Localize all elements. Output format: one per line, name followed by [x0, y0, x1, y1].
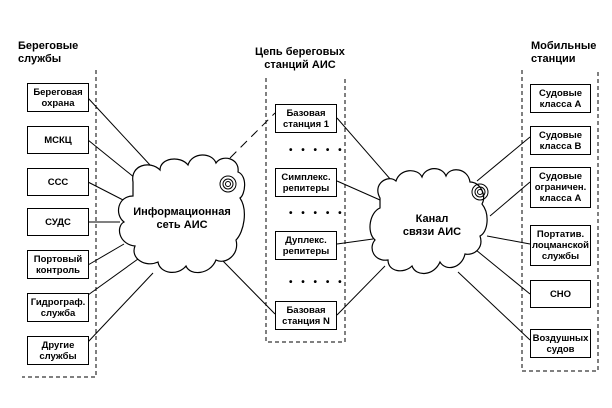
connector	[87, 258, 139, 296]
mobile-aton[interactable]: СНО	[530, 280, 591, 308]
base-station-n[interactable]: Базовая станция N	[275, 301, 337, 330]
connector	[489, 181, 531, 217]
connector	[336, 238, 374, 245]
connector	[457, 271, 531, 341]
shore-service-vts[interactable]: СУДС	[27, 208, 89, 236]
shore-service-other[interactable]: Другие службы	[27, 336, 89, 365]
connector	[336, 180, 381, 201]
connector	[336, 117, 392, 181]
ellipsis-dots: • • • • •	[289, 208, 345, 219]
shore-service-sss[interactable]: ССС	[27, 168, 89, 196]
antenna-icon	[219, 175, 237, 193]
info-network-cloud	[117, 154, 246, 274]
ellipsis-dots: • • • • •	[289, 277, 345, 288]
connector	[486, 235, 531, 245]
connector	[221, 259, 276, 315]
chain-heading: Цепь береговых станций АИС	[255, 46, 345, 71]
mobile-portable-pilot[interactable]: Портатив. лоцманской службы	[530, 225, 591, 266]
connector	[87, 139, 136, 179]
antenna-icon	[471, 183, 489, 201]
mobile-aircraft[interactable]: Воздушных судов	[530, 329, 591, 358]
shore-service-mrcc[interactable]: МСКЦ	[27, 126, 89, 154]
connector	[336, 265, 386, 316]
base-station-1[interactable]: Базовая станция 1	[275, 104, 337, 133]
connector	[87, 243, 125, 266]
connector	[475, 249, 531, 295]
connector	[476, 136, 531, 182]
duplex-repeaters[interactable]: Дуплекс. репитеры	[275, 231, 337, 260]
shore-service-port-control[interactable]: Портовый контроль	[27, 250, 89, 279]
mobile-class-a[interactable]: Судовые класса А	[530, 84, 591, 113]
wireless-link	[229, 112, 276, 159]
mobile-stations-heading: Мобильные станции	[531, 40, 597, 65]
mobile-limited-class-a[interactable]: Судовые ограничен. класса А	[530, 167, 591, 208]
ellipsis-dots: • • • • •	[289, 145, 345, 156]
info-network-label: Информационная сеть АИС	[133, 206, 231, 231]
chain-frame	[265, 78, 346, 343]
simplex-repeaters[interactable]: Симплекс. репитеры	[275, 168, 337, 197]
mobile-class-b[interactable]: Судовые класса В	[530, 126, 591, 155]
ais-channel-label: Канал связи АИС	[402, 213, 462, 238]
shore-service-hydrographic[interactable]: Гидрограф. служба	[27, 293, 89, 322]
shore-services-heading: Береговые службы	[18, 40, 79, 65]
mobile-frame	[521, 70, 599, 372]
connector	[87, 272, 154, 343]
connector	[87, 181, 128, 203]
ais-channel-cloud	[369, 168, 488, 274]
shore-service-coast-guard[interactable]: Береговая охрана	[27, 83, 89, 112]
